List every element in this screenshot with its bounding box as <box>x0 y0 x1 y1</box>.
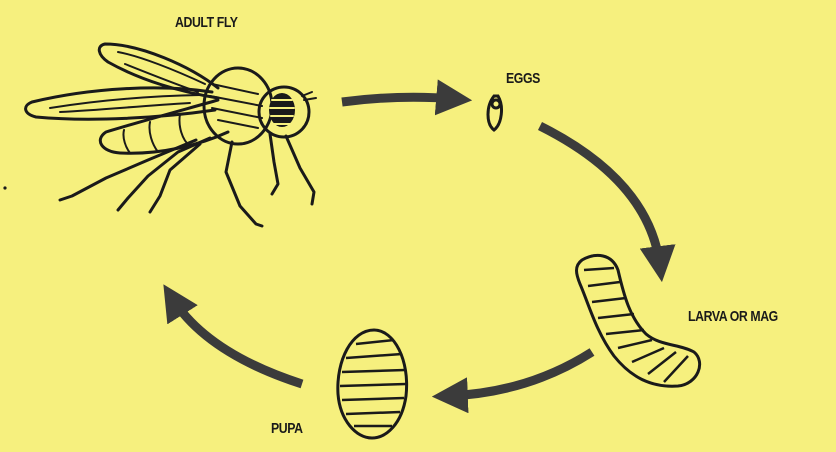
fly-compound-eye <box>269 93 295 127</box>
adult-fly-illustration <box>26 44 316 226</box>
pupa-illustration <box>338 330 407 438</box>
arrow-adult-to-eggs <box>342 97 456 102</box>
pupa-bands <box>340 340 406 426</box>
fly-leg-front <box>270 134 314 204</box>
stage-label-larva: LARVA OR MAG <box>688 308 778 325</box>
larva-segments <box>584 268 688 382</box>
speck <box>3 186 6 189</box>
stage-label-pupa: PUPA <box>271 420 303 437</box>
egg-illustration <box>488 96 501 130</box>
egg-spot <box>492 100 500 108</box>
fly-thorax-stripes <box>210 84 262 128</box>
stage-label-eggs: EGGS <box>506 70 540 87</box>
larva-body <box>577 255 700 386</box>
arrow-larva-to-pupa <box>448 352 592 396</box>
arrow-eggs-to-larva <box>540 126 660 266</box>
arrow-pupa-to-adult <box>172 298 302 384</box>
fly-wing-lower-veins <box>50 95 200 112</box>
stage-label-adult-fly: ADULT FLY <box>175 14 238 31</box>
fly-leg-middle <box>226 142 262 226</box>
larva-illustration <box>577 255 700 386</box>
